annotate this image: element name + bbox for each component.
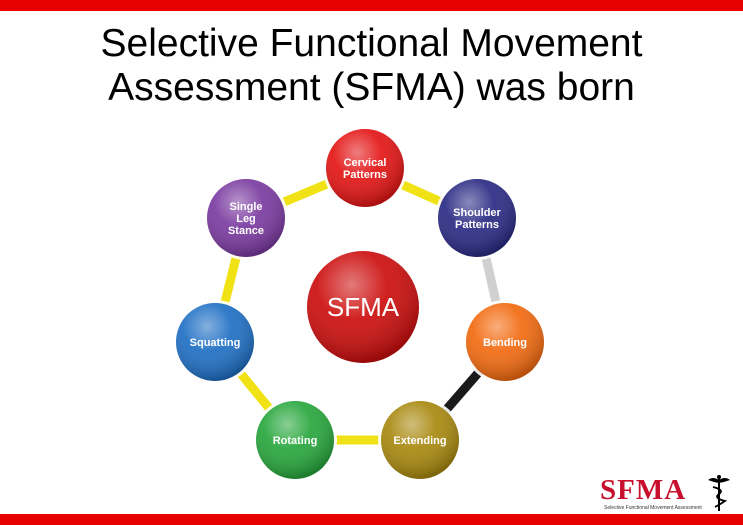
logo-subtitle: Selective Functional Movement Assessment — [604, 505, 702, 511]
node-label-squatting-0: Squatting — [190, 337, 241, 349]
center-label: SFMA — [327, 292, 400, 322]
node-extending: Extending — [378, 398, 462, 482]
slide-title: Selective Functional Movement Assessment… — [0, 22, 743, 110]
node-label-cervical-0: Cervical — [344, 157, 387, 169]
node-bending: Bending — [463, 300, 547, 384]
title-line-2: Assessment (SFMA) was born — [108, 66, 635, 109]
node-label-bending-0: Bending — [483, 337, 527, 349]
top-red-bar — [0, 0, 743, 11]
node-rotating: Rotating — [253, 398, 337, 482]
node-label-rotating-0: Rotating — [273, 435, 318, 447]
logo-word: SFMA — [600, 474, 687, 506]
node-label-single-leg-stance-0: Single — [229, 201, 262, 213]
cycle-nodes: CervicalPatternsShoulderPatternsBendingE… — [173, 126, 547, 482]
title-line-1: Selective Functional Movement — [100, 22, 643, 65]
node-label-extending-0: Extending — [393, 435, 446, 447]
center-node: SFMA — [304, 248, 422, 366]
node-label-shoulder-0: Shoulder — [453, 207, 501, 219]
caduceus-icon — [708, 475, 730, 511]
node-label-shoulder-1: Patterns — [455, 219, 499, 231]
node-label-single-leg-stance-2: Stance — [228, 225, 264, 237]
node-label-cervical-1: Patterns — [343, 169, 387, 181]
sfma-logo: SFMA Selective Functional Movement Asses… — [600, 474, 736, 514]
bottom-red-bar — [0, 514, 743, 525]
node-squatting: Squatting — [173, 300, 257, 384]
node-label-single-leg-stance-1: Leg — [236, 213, 256, 225]
